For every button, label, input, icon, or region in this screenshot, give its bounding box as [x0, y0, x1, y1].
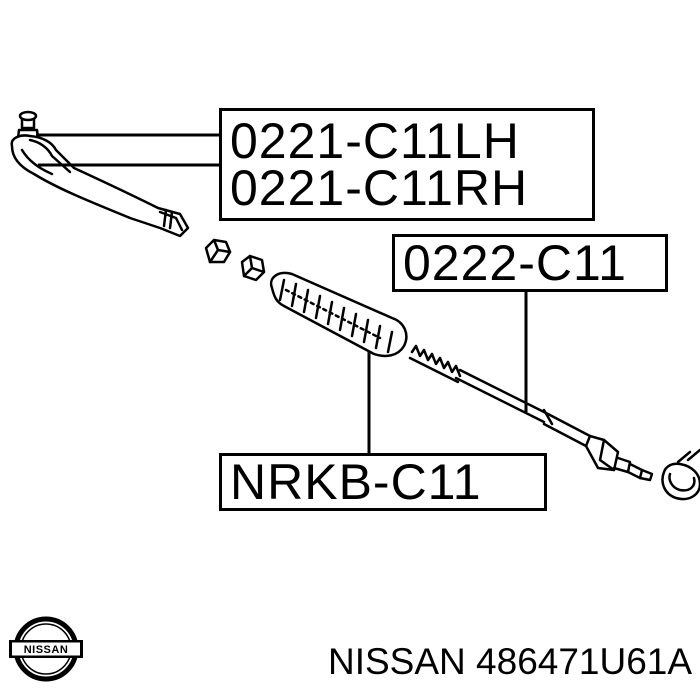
lock-nut-drawing	[204, 238, 232, 264]
brand-part-number: NISSAN 486471U61A	[328, 641, 693, 682]
boot-clip-drawing	[661, 448, 700, 501]
inner-tie-rod-label-box: 0222-C11	[392, 234, 668, 292]
boot-kit-label: NRKB-C11	[230, 453, 482, 510]
tie-rod-end-label-box: 0221-C11LH 0221-C11RH	[219, 108, 595, 221]
rack-boot-drawing	[269, 271, 408, 358]
outer-tie-rod-end-drawing	[10, 110, 190, 238]
clamp-nut-drawing	[240, 254, 266, 282]
inner-tie-rod-drawing	[408, 344, 654, 482]
nissan-logo: NISSAN	[9, 616, 83, 682]
tie-rod-end-lh-label: 0221-C11LH	[230, 112, 520, 169]
inner-tie-rod-label: 0222-C11	[403, 234, 627, 291]
logo-text: NISSAN	[24, 644, 69, 656]
leader-lines	[36, 133, 528, 453]
boot-kit-label-box: NRKB-C11	[219, 453, 547, 511]
tie-rod-end-rh-label: 0221-C11RH	[230, 159, 529, 216]
